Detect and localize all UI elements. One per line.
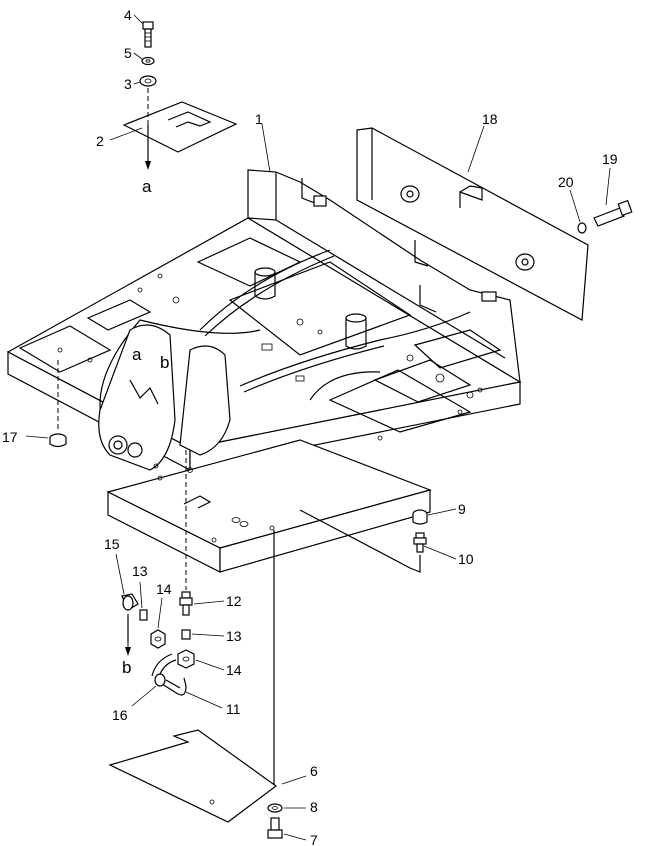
spacer-3 xyxy=(139,75,157,87)
plate-2 xyxy=(122,101,238,153)
callout-5: 5 xyxy=(124,45,132,61)
callout-19: 19 xyxy=(602,151,618,167)
bolt-7 xyxy=(267,817,283,839)
callout-b-fitting: b xyxy=(122,658,131,677)
callout-16: 16 xyxy=(112,707,128,723)
nut-13b xyxy=(181,629,191,640)
callout-13-left: 13 xyxy=(132,563,148,579)
callout-a-top: a xyxy=(142,177,152,196)
washer-5 xyxy=(141,56,155,66)
callout-2: 2 xyxy=(96,133,104,149)
callout-4: 4 xyxy=(124,7,132,23)
fitting-12 xyxy=(179,591,193,616)
callout-20: 20 xyxy=(558,174,574,190)
callout-6: 6 xyxy=(310,763,318,779)
fitting-10 xyxy=(413,532,427,553)
callout-18: 18 xyxy=(482,111,498,127)
elbow-15 xyxy=(121,593,139,611)
callout-7: 7 xyxy=(310,832,318,846)
callout-3: 3 xyxy=(124,76,132,92)
nut-14b xyxy=(177,649,195,669)
callout-a-frame: a xyxy=(132,345,142,364)
leader-lines xyxy=(25,14,611,841)
cap-17 xyxy=(49,433,67,448)
under-plate xyxy=(106,439,432,573)
nut-14a xyxy=(150,629,166,649)
floor-frame xyxy=(6,169,522,471)
callout-12: 12 xyxy=(226,593,242,609)
side-cover-18 xyxy=(356,127,589,321)
callout-13-right: 13 xyxy=(226,628,242,644)
callout-b-frame: b xyxy=(160,353,169,372)
bolt-4 xyxy=(142,21,154,48)
bottom-cover-6 xyxy=(108,729,278,823)
callout-14-left: 14 xyxy=(156,581,172,597)
washer-8 xyxy=(267,803,283,813)
callout-10: 10 xyxy=(458,551,474,567)
bolt-19 xyxy=(593,199,633,227)
callout-14-right: 14 xyxy=(226,662,242,678)
callout-11: 11 xyxy=(226,701,241,717)
callout-labels: 4 5 3 2 a 1 18 19 20 a b 17 9 10 15 13 1… xyxy=(2,7,618,846)
callout-15: 15 xyxy=(104,536,120,552)
callout-17: 17 xyxy=(2,429,18,445)
callout-8: 8 xyxy=(310,799,318,815)
callout-9: 9 xyxy=(458,501,466,517)
cap-9 xyxy=(412,509,428,525)
nipple-13a xyxy=(139,609,148,621)
callout-1: 1 xyxy=(255,111,263,127)
washer-20 xyxy=(577,222,587,234)
clamp-16 xyxy=(154,673,166,687)
